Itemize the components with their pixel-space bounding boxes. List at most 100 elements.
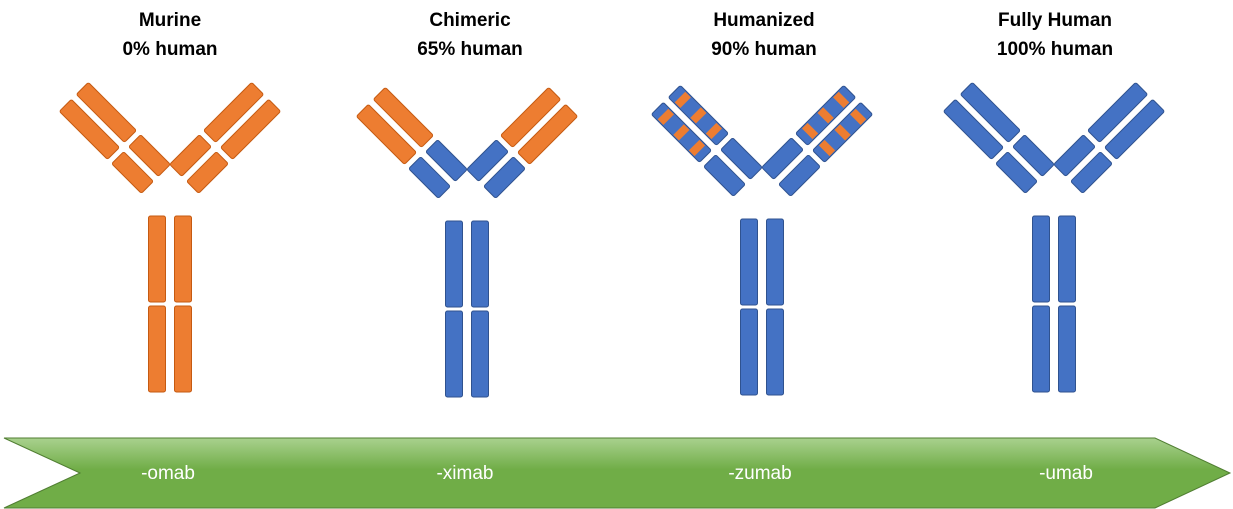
suffix-ximab: -ximab [436,463,494,484]
heavy-chain-fc-segment [1058,215,1076,303]
heavy-chain-fc-segment [766,308,784,396]
antibody-murine [59,82,281,393]
cdr-stripe [834,124,851,141]
constant-domain-heavy [483,156,526,199]
suffix-zumab: -zumab [728,463,792,484]
nomenclature-arrow [3,437,1232,509]
cdr-stripe [818,139,836,157]
variable-domain-heavy [1104,99,1165,160]
variable-domain-light [373,87,434,148]
constant-domain-heavy [1070,151,1113,194]
heavy-chain-fc-segment [174,305,192,393]
cdr-stripe [673,124,690,141]
fully-human-percent: 100% human [996,39,1114,60]
heavy-chain-fc-segment [740,218,758,306]
fab-arm-left [651,85,763,197]
heavy-chain-fc-segment [148,305,166,393]
variable-domain-light [960,82,1021,143]
heavy-chain-fc-segment [1032,305,1050,393]
domain-rect [995,151,1038,194]
domain-rect [186,151,229,194]
variable-domain-light [668,85,729,146]
cdr-stripe [833,91,850,108]
domain-rect [483,156,526,199]
domain-rect [1070,151,1113,194]
constant-domain-heavy [186,151,229,194]
fab-arm-left [943,82,1055,194]
variable-domain-light [1087,82,1148,143]
fab-arm-left [356,87,468,199]
domain-rect [76,82,137,143]
murine-percent: 0% human [122,39,218,60]
heavy-chain-fc-segment [174,215,192,303]
heavy-chain-fc-segment [766,218,784,306]
murine-name: Murine [138,10,202,31]
domain-rect [425,140,468,182]
variable-domain-heavy [59,99,120,160]
fab-arm-right [169,82,281,194]
heavy-chain-fc-segment [1058,305,1076,393]
constant-domain-heavy [778,154,821,197]
humanized-name: Humanized [713,10,815,31]
domain-rect [466,140,509,182]
domain-rect [373,87,434,148]
variable-domain-heavy [812,102,873,163]
domain-rect [943,99,1004,160]
constant-domain-light [1012,135,1055,177]
domain-rect [517,104,578,165]
cdr-stripe [674,91,691,108]
fab-arm-right [761,85,873,197]
fab-arm-left [59,82,171,194]
cdr-stripe [801,122,819,140]
domain-rect [1053,135,1096,177]
chimeric-name: Chimeric [429,10,511,31]
variable-domain-heavy [220,99,281,160]
constant-domain-light [1053,135,1096,177]
humanized-percent: 90% human [711,39,817,60]
fab-arm-right [1053,82,1165,194]
domain-rect [1104,99,1165,160]
chimeric-title: Chimeric 65% human [360,6,580,64]
variable-domain-light [500,87,561,148]
cdr-stripe [817,107,834,124]
fully-human-title: Fully Human 100% human [945,6,1165,64]
domain-rect [356,104,417,165]
heavy-chain-fc-segment [1032,215,1050,303]
constant-domain-light [425,140,468,182]
cdr-stripe [657,108,674,125]
domain-rect [220,99,281,160]
variable-domain-light [795,85,856,146]
murine-title: Murine 0% human [60,6,280,64]
variable-domain-heavy [517,104,578,165]
antibody-chimeric [356,87,578,398]
fab-arm-right [466,87,578,199]
antibody-fully-human [943,82,1165,393]
humanized-title: Humanized 90% human [654,6,874,64]
variable-domain-heavy [356,104,417,165]
constant-domain-heavy [111,151,154,194]
constant-domain-light [128,135,171,177]
heavy-chain-fc-segment [471,220,489,308]
domain-rect [1012,135,1055,177]
heavy-chain-fc-segment [445,220,463,308]
constant-domain-heavy [995,151,1038,194]
domain-rect [500,87,561,148]
domain-rect [720,138,763,180]
domain-rect [128,135,171,177]
cdr-stripe [850,108,867,125]
fully-human-name: Fully Human [997,10,1112,31]
variable-domain-light [203,82,264,143]
heavy-chain-fc-segment [148,215,166,303]
cdr-stripe [688,139,706,157]
antibody-layer [59,82,1165,398]
domain-rect [761,138,804,180]
domain-rect [960,82,1021,143]
domain-rect [203,82,264,143]
variable-domain-heavy [651,102,712,163]
constant-domain-light [169,135,212,177]
domain-rect [59,99,120,160]
domain-rect [169,135,212,177]
constant-domain-light [466,140,509,182]
heavy-chain-fc-segment [471,310,489,398]
